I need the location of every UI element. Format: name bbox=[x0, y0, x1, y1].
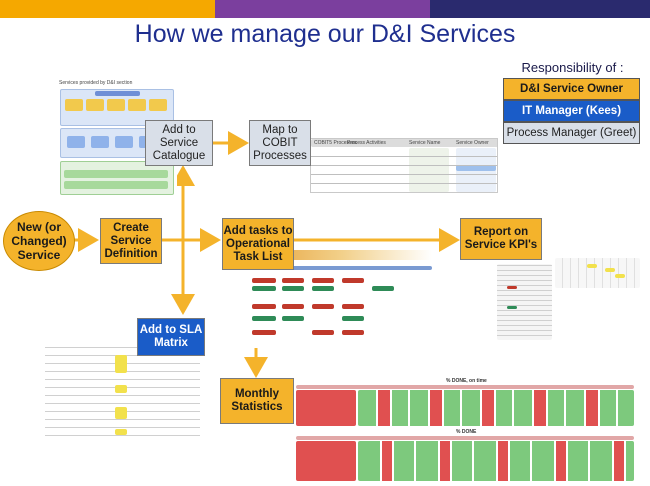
cobit-col-service-owner: Service Owner bbox=[456, 140, 489, 146]
legend-service-owner: D&I Service Owner bbox=[503, 78, 640, 100]
responsibility-label: Responsibility of : bbox=[521, 60, 624, 75]
cobit-mapping-thumbnail: COBIT5 Processes Process Activities Serv… bbox=[310, 138, 498, 193]
add-tasks-task-list-box: Add tasks to Operational Task List bbox=[222, 218, 294, 270]
legend-it-manager: IT Manager (Kees) bbox=[503, 100, 640, 122]
add-to-sla-matrix-box: Add to SLA Matrix bbox=[137, 318, 205, 356]
cobit-col-processes: COBIT5 Processes bbox=[314, 140, 357, 146]
top-bar-orange bbox=[0, 0, 215, 18]
stats-title-done: % DONE bbox=[456, 429, 477, 435]
catalogue-thumbnail-title: Services provided by D&I section bbox=[59, 80, 133, 86]
create-service-definition-box: Create Service Definition bbox=[100, 218, 162, 264]
new-service-node: New (or Changed) Service bbox=[3, 211, 75, 271]
map-to-cobit-box: Map to COBIT Processes bbox=[249, 120, 311, 166]
cobit-col-activities: Process Activities bbox=[347, 140, 386, 146]
add-to-service-catalogue-box: Add to Service Catalogue bbox=[145, 120, 213, 166]
sla-matrix-thumbnail bbox=[45, 345, 200, 443]
top-bar-purple bbox=[215, 0, 430, 18]
kpi-report-thumbnail bbox=[495, 256, 645, 342]
top-bar-dark bbox=[430, 0, 650, 18]
monthly-statistics-thumbnail: % DONE, on time % DONE bbox=[296, 378, 634, 483]
monthly-statistics-box: Monthly Statistics bbox=[220, 378, 294, 424]
report-service-kpis-box: Report on Service KPI's bbox=[460, 218, 542, 260]
cobit-col-service-name: Service Name bbox=[409, 140, 441, 146]
legend-process-manager: Process Manager (Greet) bbox=[503, 122, 640, 144]
page-title: How we manage our D&I Services bbox=[134, 20, 516, 48]
stats-title-on-time: % DONE, on time bbox=[446, 378, 487, 384]
